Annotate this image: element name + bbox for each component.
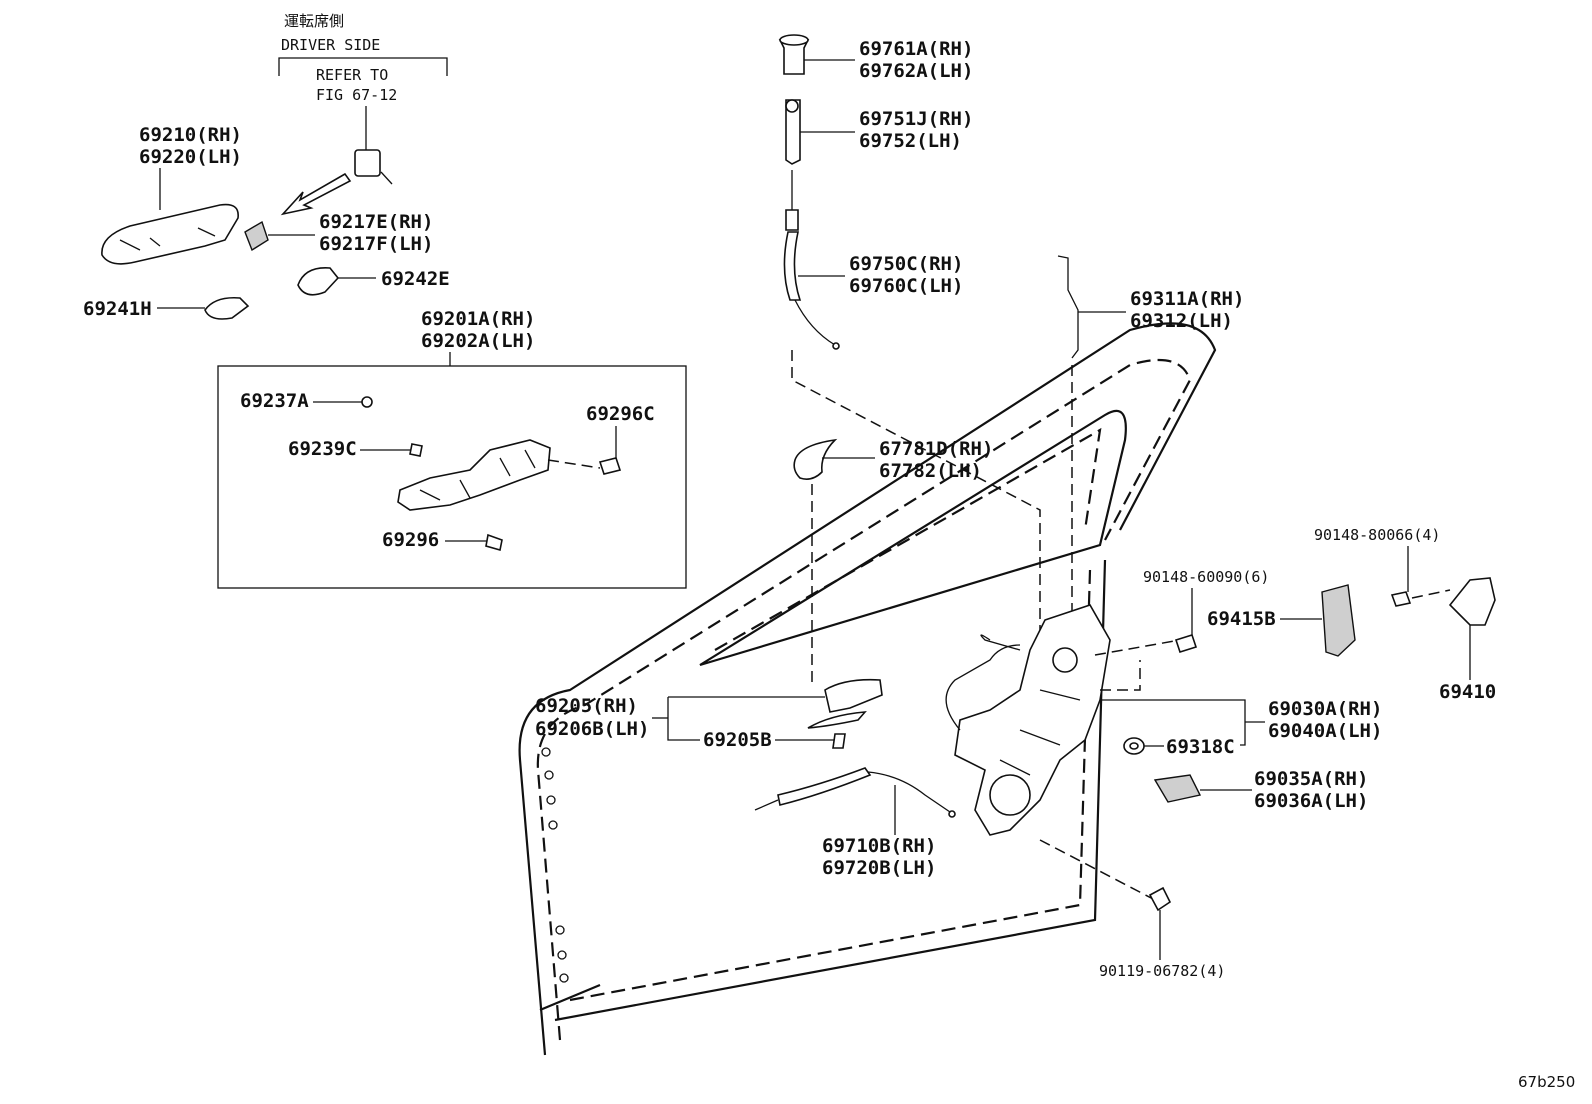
screw-60090-group: 90148-60090(6) [1143,568,1269,653]
figure-code: 67b250 [1518,1073,1575,1091]
label-90148-80066: 90148-80066(4) [1314,526,1440,544]
label-69220: 69220(LH) [139,146,242,168]
pad-69205b-part [832,733,846,749]
label-69296c: 69296C [586,403,655,425]
label-69752: 69752(LH) [859,130,962,152]
frame-assy-box [217,365,687,589]
striker-group: 90148-80066(4) 69410 [1314,526,1496,703]
label-69202a: 69202A(LH) [421,330,535,352]
label-69205b: 69205B [703,729,772,751]
cover-69415b-part [1321,584,1356,657]
label-69710b: 69710B(RH) [822,835,936,857]
inside-handle-part [824,678,883,713]
label-69239c: 69239C [288,438,357,460]
handle-frame-part [397,439,551,511]
label-90119-06782: 90119-06782(4) [1099,962,1225,980]
inner-cable-group: 69710B(RH) 69720B(LH) [754,767,956,879]
screw-80066-part [1390,591,1412,607]
lock-lever-part [785,99,801,165]
screw-69296c-part [598,457,622,475]
door-lock-assy-part [954,604,1111,836]
label-69296: 69296 [382,529,439,551]
motor-part [1153,774,1202,803]
label-69410: 69410 [1439,681,1496,703]
washer-group: 69318C [1123,736,1235,758]
label-69210: 69210(RH) [139,124,242,146]
label-69241h: 69241H [83,298,152,320]
lock-cylinder-ref-part [354,149,381,177]
rod-group: 69311A(RH) 69312(LH) [1057,255,1244,640]
label-69206b: 69206B(LH) [535,718,649,740]
front-pad-part [204,296,250,320]
label-69237a: 69237A [240,390,309,412]
label-69760c: 69760C(LH) [849,275,963,297]
label-67781d: 67781D(RH) [879,438,993,460]
label-69030a: 69030A(RH) [1268,698,1382,720]
striker-part [1448,577,1496,626]
label-69035a: 69035A(RH) [1254,768,1368,790]
inner-cable-part [777,767,872,806]
label-69217e: 69217E(RH) [319,211,433,233]
rear-pad-part [297,267,340,296]
driver-side-en: DRIVER SIDE [281,36,380,54]
label-69311a: 69311A(RH) [1130,288,1244,310]
arrow-icon [280,172,352,216]
refer-to-text: REFER TO [316,66,388,84]
screw-69296-part [485,533,503,552]
outside-handle-part [101,203,239,265]
label-69720b: 69720B(LH) [822,857,936,879]
inside-handle-group: 69205(RH) 69206B(LH) 69205B [535,678,883,751]
screw-69239c-part [409,443,423,457]
cylinder-cable-part [783,231,802,301]
cylinder-group: 69761A(RH) 69762A(LH) 69751J(RH) 69752(L… [778,34,1041,640]
cover-67781-group: 67781D(RH) 67782(LH) [793,438,993,685]
screw-60090-part [1174,634,1198,653]
frame-assy-group: 69201A(RH) 69202A(LH) 69237A 69296C 6923… [217,308,687,589]
label-69205: 69205(RH) [535,695,638,717]
cover-67781-part [793,438,838,480]
refer-fig-text: FIG 67-12 [316,86,397,104]
label-69761a: 69761A(RH) [859,38,973,60]
label-69751j: 69751J(RH) [859,108,973,130]
label-69036a: 69036A(LH) [1254,790,1368,812]
driver-side-jp: 運転席側 [284,12,344,30]
label-69750c: 69750C(RH) [849,253,963,275]
label-69242e: 69242E [381,268,450,290]
driver-side-note: 運転席側 DRIVER SIDE REFER TO FIG 67-12 [278,12,448,216]
label-67782: 67782(LH) [879,460,982,482]
label-69415b: 69415B [1207,608,1276,630]
handle-cover-part [244,220,269,252]
label-69762a: 69762A(LH) [859,60,973,82]
door-lock-assy-group: 69030A(RH) 69040A(LH) [945,604,1382,836]
label-69040a: 69040A(LH) [1268,720,1382,742]
bolt-part [1148,886,1172,912]
bolt-group: 90119-06782(4) [1039,839,1225,980]
clip-part [361,396,373,408]
label-69201a: 69201A(RH) [421,308,535,330]
label-69312: 69312(LH) [1130,310,1233,332]
cover-69415b-group: 69415B [1207,584,1356,657]
label-90148-60090: 90148-60090(6) [1143,568,1269,586]
label-69217f: 69217F(LH) [319,233,433,255]
label-69318c: 69318C [1166,736,1235,758]
motor-group: 69035A(RH) 69036A(LH) [1153,768,1368,812]
outside-handle-group: 69210(RH) 69220(LH) 69217E(RH) 69217F(LH… [83,124,450,320]
